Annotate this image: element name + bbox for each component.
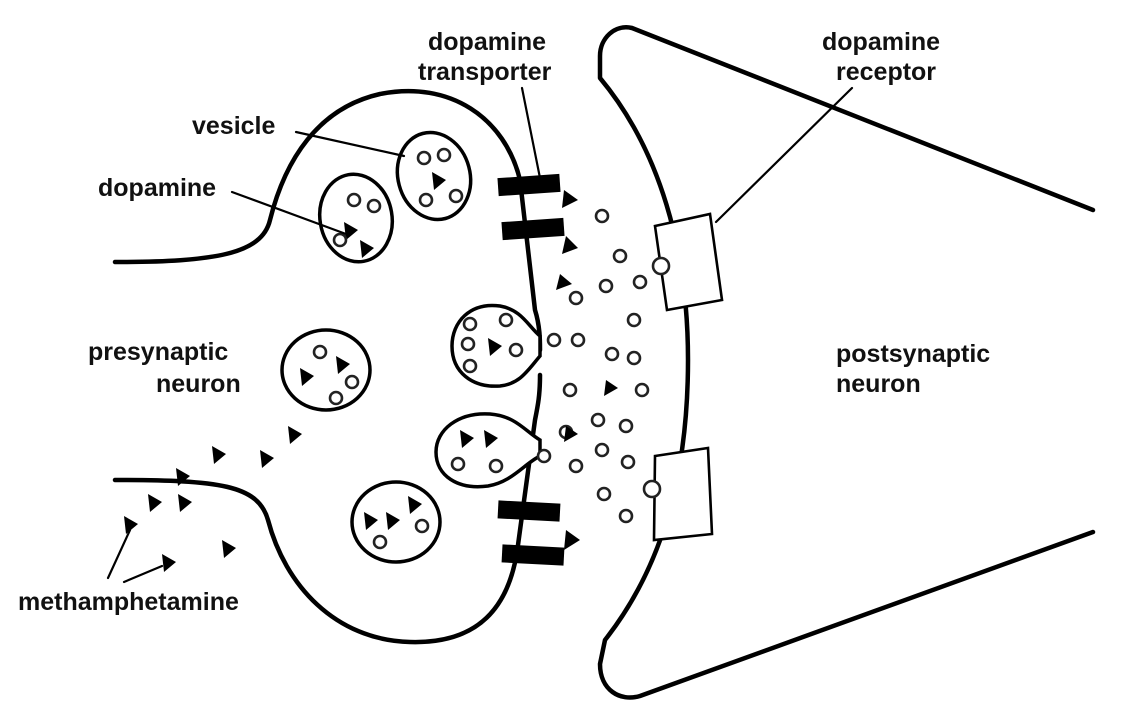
- label-presynaptic-2: neuron: [156, 370, 241, 398]
- leader-meth-1: [106, 528, 132, 580]
- label-dopamine-transporter-2: transporter: [418, 58, 552, 86]
- postsynaptic-membrane: [597, 25, 1096, 700]
- dopamine-receptor-top: [651, 212, 724, 312]
- leader-transporter: [520, 86, 542, 180]
- presynaptic-membrane-upper: [112, 88, 543, 353]
- vesicle-upper-left: [317, 172, 395, 264]
- label-presynaptic-1: presynaptic: [88, 338, 228, 366]
- vesicle-middle: [280, 328, 372, 412]
- label-methamphetamine: methamphetamine: [18, 588, 239, 616]
- synaptic-cleft-dopamine: [536, 208, 650, 524]
- leader-receptor: [714, 86, 854, 224]
- leader-vesicle: [294, 130, 406, 158]
- leader-dopamine: [230, 190, 348, 236]
- vesicle-lower: [350, 480, 442, 564]
- dopamine-transporter-bottom: [497, 500, 580, 566]
- label-postsynaptic-1: postsynaptic: [836, 340, 990, 368]
- label-dopamine-transporter-1: dopamine: [428, 28, 546, 56]
- dopamine-transporter-top: [497, 173, 578, 241]
- presynaptic-membrane-lower: [112, 372, 543, 645]
- label-dopamine-receptor-1: dopamine: [822, 28, 940, 56]
- leader-meth-2: [122, 564, 164, 584]
- vesicle-fusing-lower: [434, 412, 542, 489]
- label-dopamine: dopamine: [98, 174, 216, 202]
- vesicle-upper-right: [395, 130, 473, 222]
- methamphetamine-molecules: [124, 426, 302, 572]
- label-postsynaptic-2: neuron: [836, 370, 921, 398]
- label-dopamine-receptor-2: receptor: [836, 58, 936, 86]
- label-vesicle: vesicle: [192, 112, 276, 140]
- dopamine-receptor-bottom: [642, 446, 714, 542]
- vesicle-fusing-upper: [450, 303, 542, 388]
